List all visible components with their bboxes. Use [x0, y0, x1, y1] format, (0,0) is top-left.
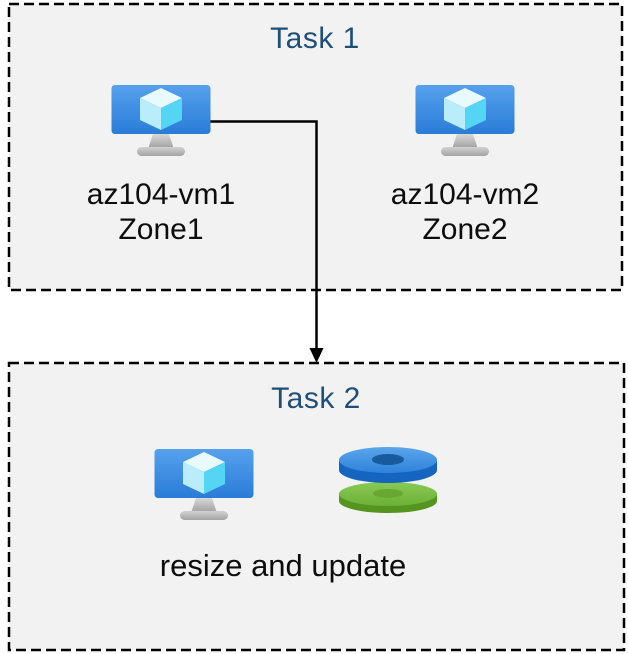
- flow-arrow-line: [210, 120, 318, 350]
- task1-title: Task 1: [270, 22, 360, 55]
- vm2-label: az104-vm2 Zone2: [355, 177, 575, 247]
- task2-caption: resize and update: [159, 548, 407, 583]
- task2-box: [7, 361, 626, 652]
- vm2-name: az104-vm2: [390, 178, 540, 211]
- vm2-zone: Zone2: [422, 213, 508, 246]
- task2-title: Task 2: [271, 382, 361, 415]
- flow-arrow-head: [309, 348, 324, 363]
- vm1-label: az104-vm1 Zone1: [51, 177, 271, 247]
- vm1-zone: Zone1: [118, 213, 204, 246]
- vm1-name: az104-vm1: [86, 178, 236, 211]
